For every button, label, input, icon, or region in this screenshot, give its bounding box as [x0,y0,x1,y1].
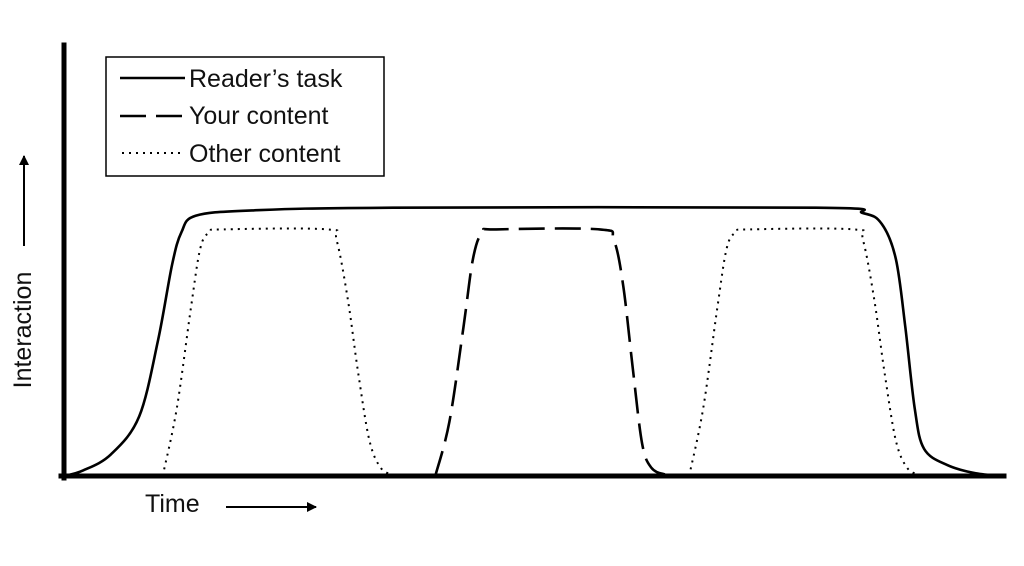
series-line-your-content [434,227,676,478]
series-line-other-content-1 [161,227,403,477]
legend-label-other-content: Other content [189,140,341,168]
legend: Reader’s task Your content Other content [105,56,385,177]
series-line-other-content-2 [688,227,929,477]
series-layer [63,205,1005,478]
y-axis-label: Interaction [9,272,37,389]
legend-label-readers-task: Reader’s task [189,65,343,93]
series-line-readers-task [63,205,1005,478]
x-axis-label: Time [145,490,200,518]
legend-label-your-content: Your content [189,102,329,130]
